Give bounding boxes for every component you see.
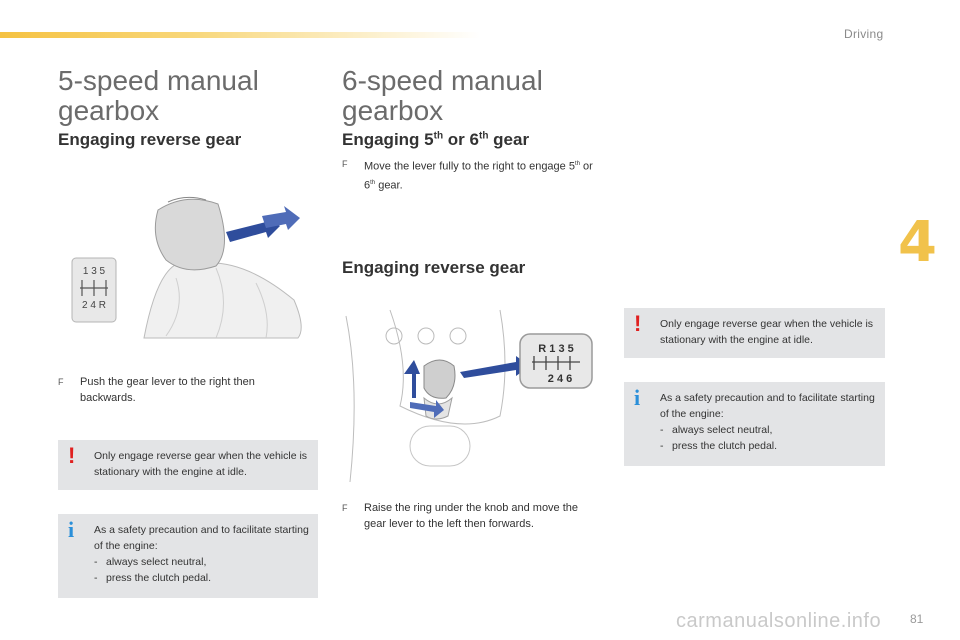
gear-boot bbox=[143, 261, 302, 339]
sub1-post: gear bbox=[488, 130, 530, 149]
console-dial bbox=[449, 327, 467, 345]
right-title: 6-speed manual gearbox bbox=[342, 66, 543, 126]
arrow-up-icon bbox=[404, 360, 420, 398]
arrow-left-icon bbox=[460, 356, 530, 378]
arrow-back-icon bbox=[262, 206, 300, 230]
right-info-item-2: press the clutch pedal. bbox=[672, 440, 778, 452]
gear-pattern-panel bbox=[519, 333, 593, 389]
arrow-forward-icon bbox=[410, 400, 444, 418]
gear-knob bbox=[154, 198, 226, 271]
right-warning-text: Only engage reverse gear when the vehicl… bbox=[660, 318, 874, 346]
info-icon: i bbox=[68, 517, 75, 542]
sub1-mid: or 6 bbox=[443, 130, 479, 149]
console-dial bbox=[417, 327, 435, 345]
console-cupholder bbox=[409, 425, 471, 467]
left-info-box: i As a safety precaution and to facilita… bbox=[58, 514, 318, 598]
sub1-pre: Engaging 5 bbox=[342, 130, 434, 149]
step-marker-icon: F bbox=[342, 503, 348, 513]
left-title-line1: 5-speed manual bbox=[58, 65, 259, 96]
info-icon: i bbox=[634, 385, 641, 410]
watermark: carmanualsonline.info bbox=[676, 610, 882, 632]
right-info-content: As a safety precaution and to facilitate… bbox=[660, 390, 879, 454]
right-step-1-text: Move the lever fully to the right to eng… bbox=[342, 156, 596, 193]
warning-icon: ! bbox=[634, 311, 642, 336]
gear-pattern-top: 1 3 5 bbox=[83, 266, 106, 277]
left-step-text: Push the gear lever to the right then ba… bbox=[80, 376, 255, 404]
chapter-number: 4 bbox=[898, 210, 937, 275]
gear-knob bbox=[423, 359, 456, 399]
left-warning-text: Only engage reverse gear when the vehicl… bbox=[94, 450, 308, 478]
list-dash: - bbox=[94, 556, 98, 568]
right-info-box: i As a safety precaution and to facilita… bbox=[624, 382, 885, 466]
step1-sup1: th bbox=[574, 161, 580, 167]
sub1-sup1: th bbox=[433, 130, 444, 142]
right-step-1: F Move the lever fully to the right to e… bbox=[342, 156, 596, 193]
right-title-line1: 6-speed manual bbox=[342, 65, 543, 96]
right-step-2-text: Raise the ring under the knob and move t… bbox=[364, 502, 579, 530]
step1-pre: Move the lever fully to the right to eng… bbox=[364, 160, 575, 173]
six-speed-gear-lever-figure: R 1 3 5 2 4 6 bbox=[345, 309, 593, 483]
console-dial bbox=[385, 327, 403, 345]
gear-pattern-lines bbox=[532, 356, 580, 370]
list-dash: - bbox=[660, 424, 664, 436]
list-item: -always select neutral, bbox=[94, 554, 312, 570]
list-item: -always select neutral, bbox=[660, 422, 879, 438]
left-info-intro: As a safety precaution and to facilitate… bbox=[94, 524, 309, 552]
list-dash: - bbox=[660, 440, 664, 452]
right-subtitle-reverse: Engaging reverse gear bbox=[342, 258, 526, 277]
right-info-intro: As a safety precaution and to facilitate… bbox=[660, 392, 875, 420]
left-info-item-1: always select neutral, bbox=[106, 556, 207, 568]
step1-mid: or 6 bbox=[364, 160, 593, 192]
warning-icon: ! bbox=[68, 443, 76, 468]
right-step-2: F Raise the ring under the knob and move… bbox=[342, 500, 596, 532]
left-step: F Push the gear lever to the right then … bbox=[58, 374, 288, 406]
sub1-sup2: th bbox=[478, 130, 489, 142]
left-subtitle: Engaging reverse gear bbox=[58, 130, 242, 149]
left-title-line2: gearbox bbox=[58, 95, 160, 126]
gear-pattern-top: R 1 3 5 bbox=[538, 343, 573, 355]
step1-post: gear. bbox=[375, 179, 403, 192]
step-marker-icon: F bbox=[342, 159, 348, 169]
page-number: 81 bbox=[910, 612, 924, 626]
gear-pattern-bottom: 2 4 6 bbox=[548, 373, 572, 385]
right-subtitle-5th-6th: Engaging 5th or 6th gear bbox=[342, 130, 529, 150]
left-warning-box: ! Only engage reverse gear when the vehi… bbox=[58, 440, 318, 490]
left-info-content: As a safety precaution and to facilitate… bbox=[94, 522, 312, 586]
step-marker-icon: F bbox=[58, 377, 64, 387]
gear-pattern-lines bbox=[80, 280, 108, 296]
console-outline bbox=[345, 309, 506, 483]
header-accent-bar bbox=[0, 32, 480, 38]
right-title-line2: gearbox bbox=[342, 95, 444, 126]
section-label: Driving bbox=[844, 27, 884, 41]
left-info-item-2: press the clutch pedal. bbox=[106, 572, 212, 584]
list-item: -press the clutch pedal. bbox=[660, 438, 879, 454]
knob-pattern bbox=[167, 196, 207, 203]
left-title: 5-speed manual gearbox bbox=[58, 66, 259, 126]
five-speed-gear-lever-figure: 1 3 5 2 4 R bbox=[71, 196, 302, 339]
list-dash: - bbox=[94, 572, 98, 584]
list-item: -press the clutch pedal. bbox=[94, 570, 312, 586]
boot-folds bbox=[165, 267, 268, 339]
step1-sup2: th bbox=[370, 179, 376, 186]
gear-pattern-bottom: 2 4 R bbox=[82, 300, 106, 311]
right-warning-box: ! Only engage reverse gear when the vehi… bbox=[624, 308, 885, 358]
right-info-item-1: always select neutral, bbox=[672, 424, 773, 436]
